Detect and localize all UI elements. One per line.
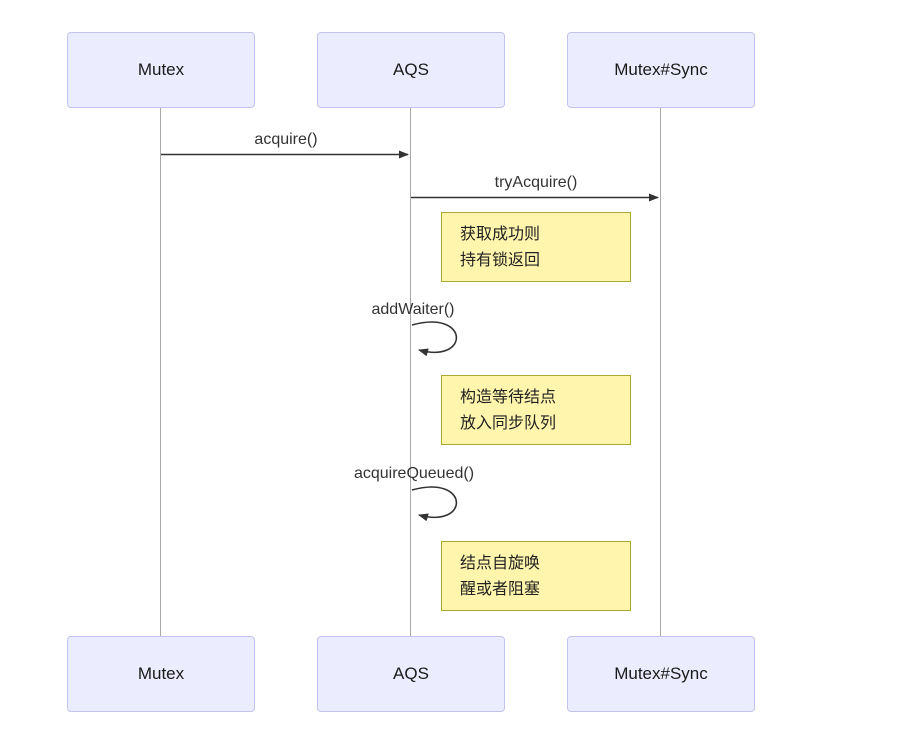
note-text-line: 持有锁返回	[460, 252, 541, 269]
note-text-line: 结点自旋唤	[460, 555, 541, 572]
self-loop-acquire-queued	[411, 486, 458, 522]
note-build-wait-node: 构造等待结点 放入同步队列	[441, 375, 631, 445]
participant-label-mutex: Mutex	[137, 664, 185, 683]
message-label-add-waiter: addWaiter()	[371, 301, 455, 318]
participant-box-mutex-top: Mutex	[67, 32, 255, 108]
note-text-line: 放入同步队列	[460, 415, 557, 432]
note-text-line: 获取成功则	[460, 226, 541, 243]
participant-label-mutex-sync: Mutex#Sync	[614, 60, 708, 79]
participant-box-mutex-bottom: Mutex	[67, 636, 255, 712]
participant-box-mutex-sync-top: Mutex#Sync	[567, 32, 755, 108]
participant-label-aqs: AQS	[393, 664, 429, 683]
note-node-spin: 结点自旋唤 醒或者阻塞	[441, 541, 631, 611]
note-acquire-success: 获取成功则 持有锁返回	[441, 212, 631, 282]
participant-box-mutex-sync-bottom: Mutex#Sync	[567, 636, 755, 712]
message-label-acquire: acquire()	[254, 131, 318, 148]
participant-label-mutex-sync: Mutex#Sync	[614, 664, 708, 683]
self-loop-add-waiter	[411, 321, 458, 357]
message-label-try-acquire: tryAcquire()	[494, 174, 578, 191]
note-text-line: 醒或者阻塞	[460, 581, 541, 598]
message-label-acquire-queued: acquireQueued()	[353, 465, 475, 482]
note-text-line: 构造等待结点	[460, 389, 557, 406]
participant-label-mutex: Mutex	[137, 60, 185, 79]
participant-box-aqs-top: AQS	[317, 32, 505, 108]
participant-box-aqs-bottom: AQS	[317, 636, 505, 712]
participant-label-aqs: AQS	[393, 60, 429, 79]
